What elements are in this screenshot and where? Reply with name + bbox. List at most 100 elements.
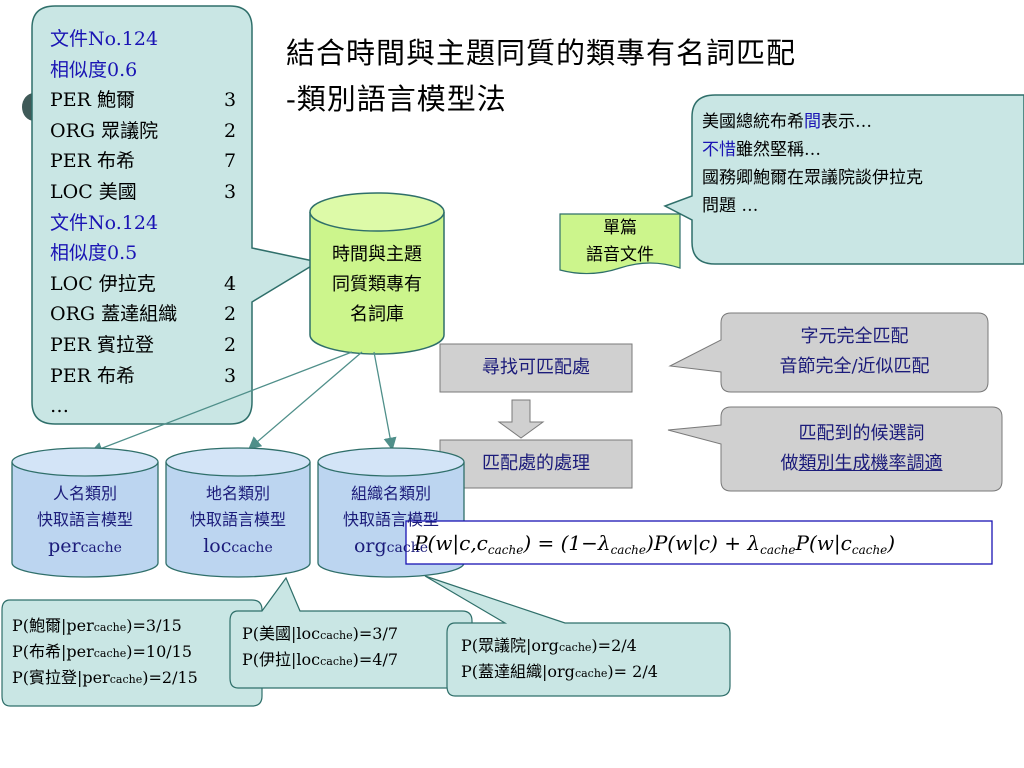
left-callout-row: ORG 蓋達組織 2 xyxy=(50,299,250,330)
prob-row-text: P(伊拉|loc xyxy=(242,650,321,669)
right-callout-text-part: 表示… xyxy=(821,112,872,132)
handle-box-label: 匹配處的處理 xyxy=(482,453,590,474)
database-cylinder xyxy=(309,192,445,355)
left-callout-row-text: 相似度0.6 xyxy=(50,58,138,81)
left-callout-row-count: 3 xyxy=(224,89,237,112)
left-callout-row-count: 2 xyxy=(224,303,237,326)
cache-label-line: 快取語言模型 xyxy=(342,510,439,529)
org-prob-box-shape xyxy=(424,575,731,697)
left-callout-row-count: 4 xyxy=(224,272,237,295)
loc-cache-cylinder xyxy=(165,447,311,578)
cache-label-line: 組織名類別 xyxy=(350,484,431,503)
candidate-callout-text: 匹配到的候選詞 做類別生成機率調適 xyxy=(721,419,1002,479)
cache-label-main: per xyxy=(48,535,81,557)
right-callout-line: 美國總統布希間表示… xyxy=(702,108,1024,136)
left-callout-row-text: LOC 伊拉克 xyxy=(50,272,156,295)
source-doc-shape xyxy=(559,213,681,275)
match-callout-line: 音節完全/近似匹配 xyxy=(779,356,930,377)
left-callout-row-count: 3 xyxy=(224,180,237,203)
prob-row: P(賓拉登|percache)=2/15 xyxy=(12,666,198,692)
left-callout-row-text: PER 賓拉登 xyxy=(50,333,154,356)
cache-label-sub: cache xyxy=(386,540,429,556)
right-callout-line: 問題 … xyxy=(702,196,759,216)
prob-row-text: P(美國|loc xyxy=(242,624,321,643)
prob-row-subscript: cache xyxy=(320,629,353,642)
prob-row-text: P(賓拉登|per xyxy=(12,668,110,687)
formula-subscript: cache xyxy=(851,543,888,557)
title-line-1: 結合時間與主題同質的類專有名詞匹配 xyxy=(286,36,797,70)
prob-row-subscript: cache xyxy=(109,673,143,686)
right-callout-highlight: 間 xyxy=(804,112,821,132)
formula-part: )P(w|c) + λ xyxy=(646,531,761,555)
find-box xyxy=(439,343,633,393)
per-cache-cylinder xyxy=(11,447,159,578)
database-label-line: 同質類專有 xyxy=(332,274,422,295)
loc-cache-label: 地名類別 快取語言模型 loccache xyxy=(166,481,310,561)
left-callout-row: LOC 美國 3 xyxy=(50,177,250,208)
per-cache-label: 人名類別 快取語言模型 percache xyxy=(12,481,158,561)
org-cache-label: 組織名類別 快取語言模型 orgcache xyxy=(318,481,464,561)
prob-row: P(蓋達組織|orgcache)= 2/4 xyxy=(461,660,658,686)
prob-row: P(美國|loccache)=3/7 xyxy=(242,622,398,648)
cache-label-line: 地名類別 xyxy=(205,484,270,503)
left-callout-row-text: LOC 美國 xyxy=(50,180,137,203)
left-callout-row-text: PER 鮑爾 xyxy=(50,89,135,112)
left-callout-row: 文件No.124 xyxy=(50,24,250,55)
prob-row-subscript: cache xyxy=(93,647,127,660)
cache-label-main: loc xyxy=(203,535,232,557)
cache-label-line: orgcache xyxy=(318,533,464,561)
prob-row: P(鮑爾|percache)=3/15 xyxy=(12,614,198,640)
per-prob-box-shape xyxy=(1,599,263,707)
candidate-callout-line: 做類別生成機率調適 xyxy=(721,449,1002,479)
match-callout-text: 字元完全匹配 音節完全/近似匹配 xyxy=(721,322,988,382)
left-callout-row: 相似度0.5 xyxy=(50,238,250,269)
prob-row-value: )=3/7 xyxy=(352,624,399,643)
prob-row-text: P(鮑爾|per xyxy=(12,616,94,635)
left-callout-row-text: ORG 眾議院 xyxy=(50,119,159,142)
left-callout-row: PER 鮑爾 3 xyxy=(50,85,250,116)
formula-subscript: cache xyxy=(610,543,647,557)
formula-part: ) xyxy=(887,531,896,555)
cache-label-sub: cache xyxy=(80,540,122,556)
arrow-to-loc xyxy=(248,351,363,450)
prob-row-value: )=2/15 xyxy=(142,668,198,687)
formula-box xyxy=(405,520,993,565)
prob-row: P(伊拉|loccache)=4/7 xyxy=(242,648,398,674)
cache-label-line: percache xyxy=(12,533,158,561)
right-callout-line: 國務卿鮑爾在眾議院談伊拉克 xyxy=(702,168,923,188)
prob-row: P(眾議院|orgcache)=2/4 xyxy=(461,634,658,660)
right-callout-line: 不惜雖然堅稱… xyxy=(702,136,1024,164)
prob-row-subscript: cache xyxy=(558,641,592,654)
prob-row-text: P(布希|per xyxy=(12,642,94,661)
right-callout-highlight: 不惜 xyxy=(702,140,736,160)
database-label-line: 名詞庫 xyxy=(350,304,404,325)
left-callout-row-text: 文件No.124 xyxy=(50,28,159,50)
candidate-callout-underlined: 類別生成機率調適 xyxy=(798,453,943,474)
cache-label-main: org xyxy=(353,535,387,557)
formula: P(w|c,ccache) = (1−λcache)P(w|c) + λcach… xyxy=(414,523,988,570)
down-block-arrow xyxy=(497,399,545,439)
database-label-line: 時間與主題 xyxy=(332,244,422,265)
cache-label-line: loccache xyxy=(166,533,310,561)
left-callout-row-text: ORG 蓋達組織 xyxy=(50,303,178,326)
left-callout-row-text: … xyxy=(50,395,69,418)
cache-label-line: 快取語言模型 xyxy=(36,510,133,529)
page-title: 結合時間與主題同質的類專有名詞匹配 -類別語言模型法 xyxy=(286,30,1006,122)
left-callout-row-count: 2 xyxy=(224,333,237,356)
candidate-callout-line: 匹配到的候選詞 xyxy=(798,423,925,444)
cache-label-line: 快取語言模型 xyxy=(189,510,286,529)
prob-row-subscript: cache xyxy=(574,667,608,680)
prob-row: P(布希|percache)=10/15 xyxy=(12,640,198,666)
left-callout-row-text: 文件No.124 xyxy=(50,211,159,234)
left-callout-row-text: PER 布希 xyxy=(50,364,135,387)
database-label: 時間與主題 同質類專有 名詞庫 xyxy=(312,240,442,330)
source-doc-line: 語音文件 xyxy=(586,245,654,265)
cache-label-line: 人名類別 xyxy=(52,484,117,503)
arrow-to-per xyxy=(89,351,353,455)
cache-label-sub: cache xyxy=(231,540,273,556)
candidate-callout-text-part: 做 xyxy=(780,453,799,474)
